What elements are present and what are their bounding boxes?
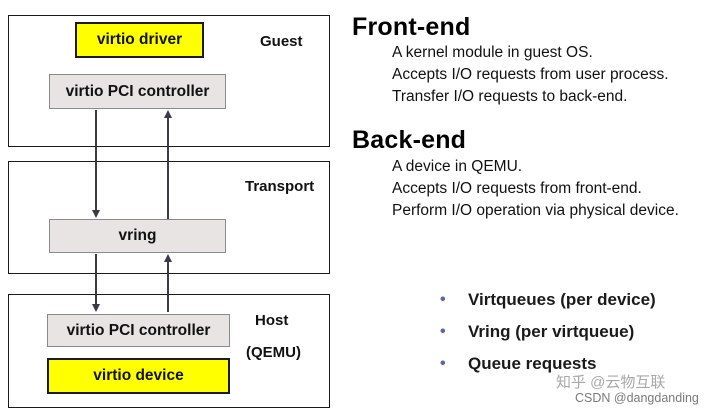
backend-line-3: Perform I/O operation via physical devic… — [392, 202, 679, 219]
transport-layer: Transport vring — [8, 161, 330, 274]
guest-layer: Guest virtio driver virtio PCI controlle… — [8, 15, 330, 147]
frontend-line-3: Transfer I/O requests to back-end. — [392, 88, 628, 105]
host-layer: Host (QEMU) virtio PCI controller virtio… — [8, 294, 330, 408]
host-label: Host — [255, 312, 289, 329]
frontend-title: Front-end — [352, 13, 471, 41]
bullet-text: Vring (per virtqueue) — [468, 322, 635, 341]
feature-bullet-list: • Virtqueues (per device) • Vring (per v… — [440, 284, 656, 380]
list-item: • Queue requests — [440, 348, 656, 380]
virtio-driver-box: virtio driver — [75, 22, 204, 58]
guest-virtio-pci-controller-box: virtio PCI controller — [49, 74, 226, 109]
backend-line-1: A device in QEMU. — [392, 158, 523, 175]
bullet-dot-icon: • — [440, 291, 446, 308]
list-item: • Virtqueues (per device) — [440, 284, 656, 316]
bullet-dot-icon: • — [440, 355, 446, 372]
frontend-line-2: Accepts I/O requests from user process. — [392, 66, 669, 83]
list-item: • Vring (per virtqueue) — [440, 316, 656, 348]
backend-title: Back-end — [352, 126, 467, 154]
backend-line-2: Accepts I/O requests from front-end. — [392, 180, 642, 197]
frontend-line-1: A kernel module in guest OS. — [392, 44, 593, 61]
virtio-device-box: virtio device — [47, 358, 230, 394]
transport-label: Transport — [245, 178, 315, 195]
zhihu-watermark: 知乎 @云物互联 — [556, 374, 666, 391]
bullet-text: Virtqueues (per device) — [468, 290, 656, 309]
bullet-dot-icon: • — [440, 323, 446, 340]
guest-label: Guest — [260, 33, 303, 50]
vring-box: vring — [49, 219, 226, 253]
host-virtio-pci-controller-box: virtio PCI controller — [47, 314, 230, 347]
host-qemu-label: (QEMU) — [246, 344, 301, 361]
bullet-text: Queue requests — [468, 354, 597, 373]
csdn-watermark: CSDN @dangdanding — [575, 391, 699, 405]
